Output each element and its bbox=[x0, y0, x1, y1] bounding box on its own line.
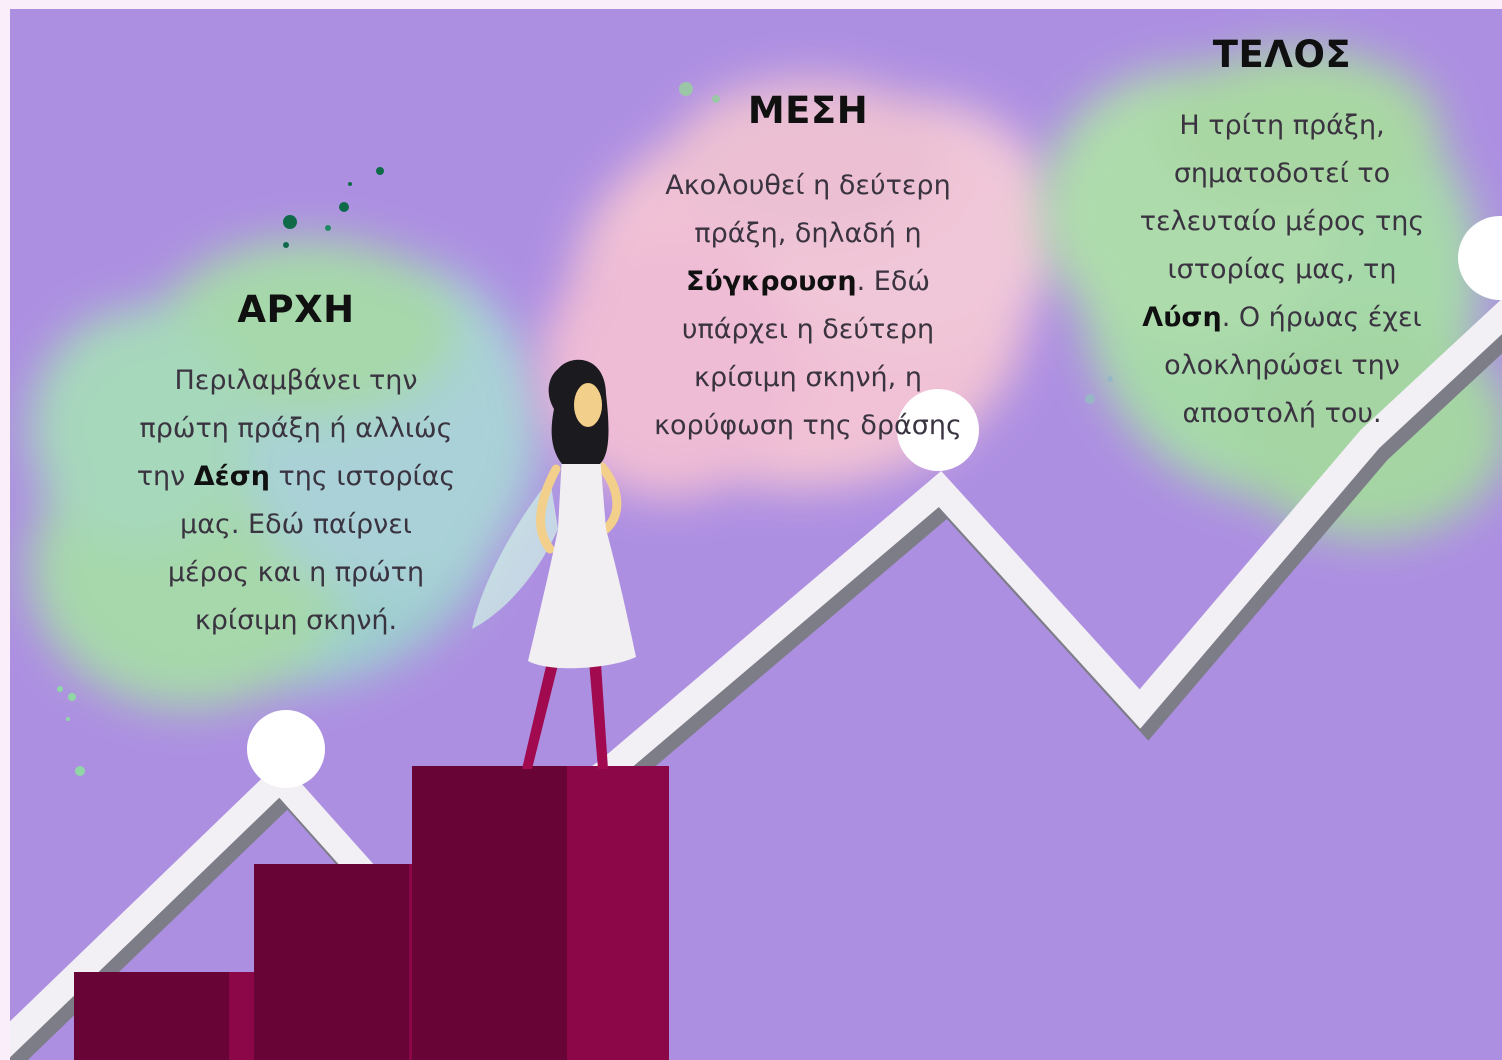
stage-arxi-line: μας. Εδώ παίρνει bbox=[180, 509, 412, 540]
stage-telos-title: ΤΕΛΟΣ bbox=[1212, 33, 1352, 76]
story-path bbox=[10, 299, 1502, 1058]
stage-telos-line: τελευταίο μέρος της bbox=[1139, 206, 1425, 237]
stage-arxi-line: της ιστορίας bbox=[269, 461, 456, 492]
stage-mesi: ΜΕΣΗ Ακολουθεί η δεύτερη πράξη, δηλαδή η… bbox=[628, 89, 988, 450]
stage-mesi-line: υπάρχει η δεύτερη bbox=[681, 314, 935, 345]
stage-arxi-description: Περιλαμβάνει την πρώτη πράξη ή αλλιώς τη… bbox=[110, 357, 482, 645]
keyword-desi: Δέση bbox=[193, 461, 270, 492]
stage-telos-description: Η τρίτη πράξη, σηματοδοτεί το τελευταίο … bbox=[1112, 102, 1452, 438]
stage-telos-line: σηματοδοτεί το bbox=[1173, 158, 1391, 189]
stage-mesi-description: Ακολουθεί η δεύτερη πράξη, δηλαδή η Σύγκ… bbox=[628, 162, 988, 450]
keyword-sygkrousi: Σύγκρουση bbox=[686, 266, 857, 297]
pink-cloud-mesi bbox=[540, 79, 1060, 499]
stage-arxi-line: κρίσιμη σκηνή. bbox=[194, 605, 398, 636]
stairs bbox=[74, 766, 669, 1060]
stage-arxi-line: την bbox=[136, 461, 194, 492]
node-mesi bbox=[897, 389, 979, 471]
stage-arxi: ΑΡΧΗ Περιλαμβάνει την πρώτη πράξη ή αλλι… bbox=[110, 288, 482, 645]
woman-figure bbox=[472, 359, 636, 769]
node-arxi bbox=[247, 710, 325, 788]
stage-mesi-line: κορύφωση της δράσης bbox=[654, 410, 962, 441]
stage-telos-line: αποστολή του. bbox=[1182, 398, 1382, 429]
stage-mesi-line: . Εδώ bbox=[856, 266, 930, 297]
stage-telos-line: ολοκληρώσει την bbox=[1164, 350, 1400, 381]
green-cloud-arxi bbox=[30, 239, 540, 709]
stage-telos-line: . Ο ήρωας έχει bbox=[1221, 302, 1422, 333]
green-cloud-telos bbox=[1040, 49, 1502, 539]
stage-arxi-line: πρώτη πράξη ή αλλιώς bbox=[139, 413, 453, 444]
keyword-lysi: Λύση bbox=[1142, 302, 1222, 333]
stage-arxi-title: ΑΡΧΗ bbox=[237, 288, 355, 331]
stage-arxi-line: μέρος και η πρώτη bbox=[167, 557, 425, 588]
paint-splatter-dots bbox=[57, 82, 1113, 776]
stage-telos-line: Η τρίτη πράξη, bbox=[1179, 110, 1385, 141]
stage-telos-line: ιστορίας μας, τη bbox=[1167, 254, 1397, 285]
stage-mesi-line: Ακολουθεί η δεύτερη bbox=[665, 170, 951, 201]
node-telos bbox=[1458, 216, 1502, 300]
stage-mesi-title: ΜΕΣΗ bbox=[747, 89, 869, 132]
stage-mesi-line: κρίσιμη σκηνή, η bbox=[694, 362, 922, 393]
stage-mesi-line: πράξη, δηλαδή η bbox=[694, 218, 922, 249]
stage-arxi-line: Περιλαμβάνει την bbox=[174, 365, 418, 396]
diagram-artwork bbox=[10, 9, 1502, 1060]
stage-telos: ΤΕΛΟΣ Η τρίτη πράξη, σηματοδοτεί το τελε… bbox=[1112, 33, 1452, 438]
